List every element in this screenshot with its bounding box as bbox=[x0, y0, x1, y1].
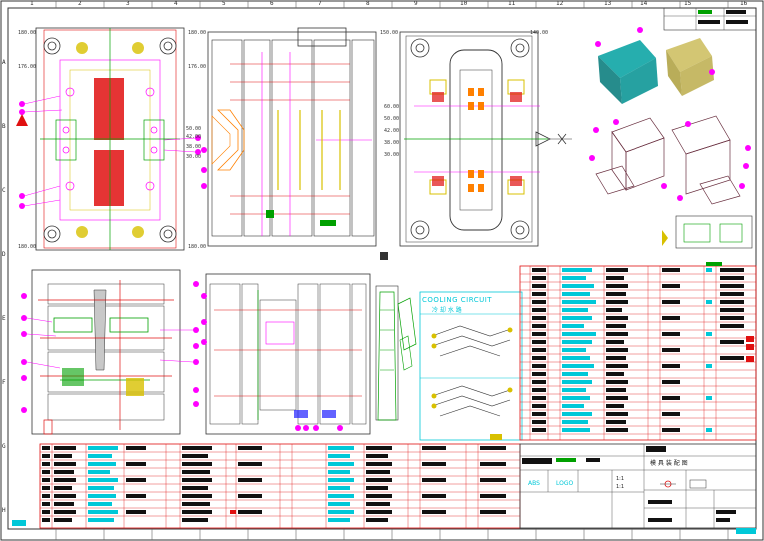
row-letter: F bbox=[2, 379, 6, 386]
dimension-label: 150.00 bbox=[380, 30, 399, 36]
row-letter: A bbox=[2, 59, 6, 66]
column-number: 9 bbox=[414, 0, 418, 7]
dimension-label: 60.00 bbox=[384, 104, 400, 110]
column-number: 14 bbox=[640, 0, 648, 7]
logo-label: LOGO bbox=[556, 480, 574, 487]
row-letter: D bbox=[2, 251, 6, 258]
column-ticks bbox=[55, 1, 729, 540]
dimension-label: 38.00 bbox=[186, 144, 202, 150]
scale-label: 1:1 bbox=[616, 484, 625, 490]
dimension-label: 30.00 bbox=[186, 154, 202, 160]
view-bottom-left-section bbox=[21, 269, 199, 435]
dimension-label: 30.00 bbox=[384, 152, 400, 158]
column-number: 2 bbox=[78, 0, 82, 7]
column-number: 1 bbox=[30, 0, 34, 7]
row-letter: C bbox=[2, 187, 6, 194]
view-top-left-plate bbox=[16, 27, 201, 251]
column-number: 4 bbox=[174, 0, 178, 7]
dimension-label: 176.00 bbox=[18, 64, 37, 70]
cooling-circuit-panel bbox=[419, 291, 523, 441]
cooling-circuit-title-cn: 冷 却 水 路 bbox=[432, 307, 462, 314]
column-number: 13 bbox=[604, 0, 612, 7]
dimension-label: 140.00 bbox=[530, 30, 549, 36]
dimension-label: 42.00 bbox=[384, 128, 400, 134]
title-block bbox=[519, 443, 757, 534]
dimension-label: 180.00 bbox=[18, 30, 37, 36]
dimension-label: 180.00 bbox=[188, 244, 207, 250]
material-label: ABS bbox=[528, 480, 540, 487]
view-marker bbox=[380, 252, 388, 260]
view-top-mid-section bbox=[201, 27, 377, 247]
column-number: 5 bbox=[222, 0, 226, 7]
view-side-profile bbox=[375, 285, 417, 421]
column-number: 3 bbox=[126, 0, 130, 7]
bom-table bbox=[519, 262, 757, 441]
cooling-circuit-title: COOLING CIRCUIT bbox=[422, 296, 493, 304]
dimension-label: 42.00 bbox=[186, 134, 202, 140]
cavity-insert bbox=[94, 150, 124, 206]
column-number: 12 bbox=[556, 0, 564, 7]
view-3d-assembly bbox=[589, 27, 753, 249]
cavity-insert bbox=[94, 78, 124, 140]
column-number: 15 bbox=[684, 0, 692, 7]
row-letter: H bbox=[2, 507, 6, 514]
column-number: 6 bbox=[270, 0, 274, 7]
dimension-label: 176.00 bbox=[188, 64, 207, 70]
column-number: 16 bbox=[740, 0, 748, 7]
dimension-label: 50.00 bbox=[186, 126, 202, 132]
dimension-label: 180.00 bbox=[18, 244, 37, 250]
hot-runner-profile bbox=[217, 109, 245, 171]
scale-label: 1:1 bbox=[616, 476, 625, 482]
row-letter: G bbox=[2, 443, 6, 450]
column-number: 7 bbox=[318, 0, 322, 7]
drawing-name: 模 具 装 配 图 bbox=[650, 460, 688, 467]
column-number: 11 bbox=[508, 0, 516, 7]
dimension-label: 50.00 bbox=[384, 116, 400, 122]
section-marker bbox=[16, 114, 28, 126]
dimension-label: 38.00 bbox=[384, 140, 400, 146]
row-letter: E bbox=[2, 315, 6, 322]
dimension-label: 180.00 bbox=[188, 30, 207, 36]
view-bottom-mid-section bbox=[201, 273, 371, 435]
bottom-bom-table bbox=[12, 443, 521, 529]
row-letter: B bbox=[2, 123, 6, 130]
sheet-header-block bbox=[663, 7, 757, 31]
column-number: 10 bbox=[460, 0, 468, 7]
view-top-right-plate bbox=[399, 31, 572, 247]
column-number: 8 bbox=[366, 0, 370, 7]
